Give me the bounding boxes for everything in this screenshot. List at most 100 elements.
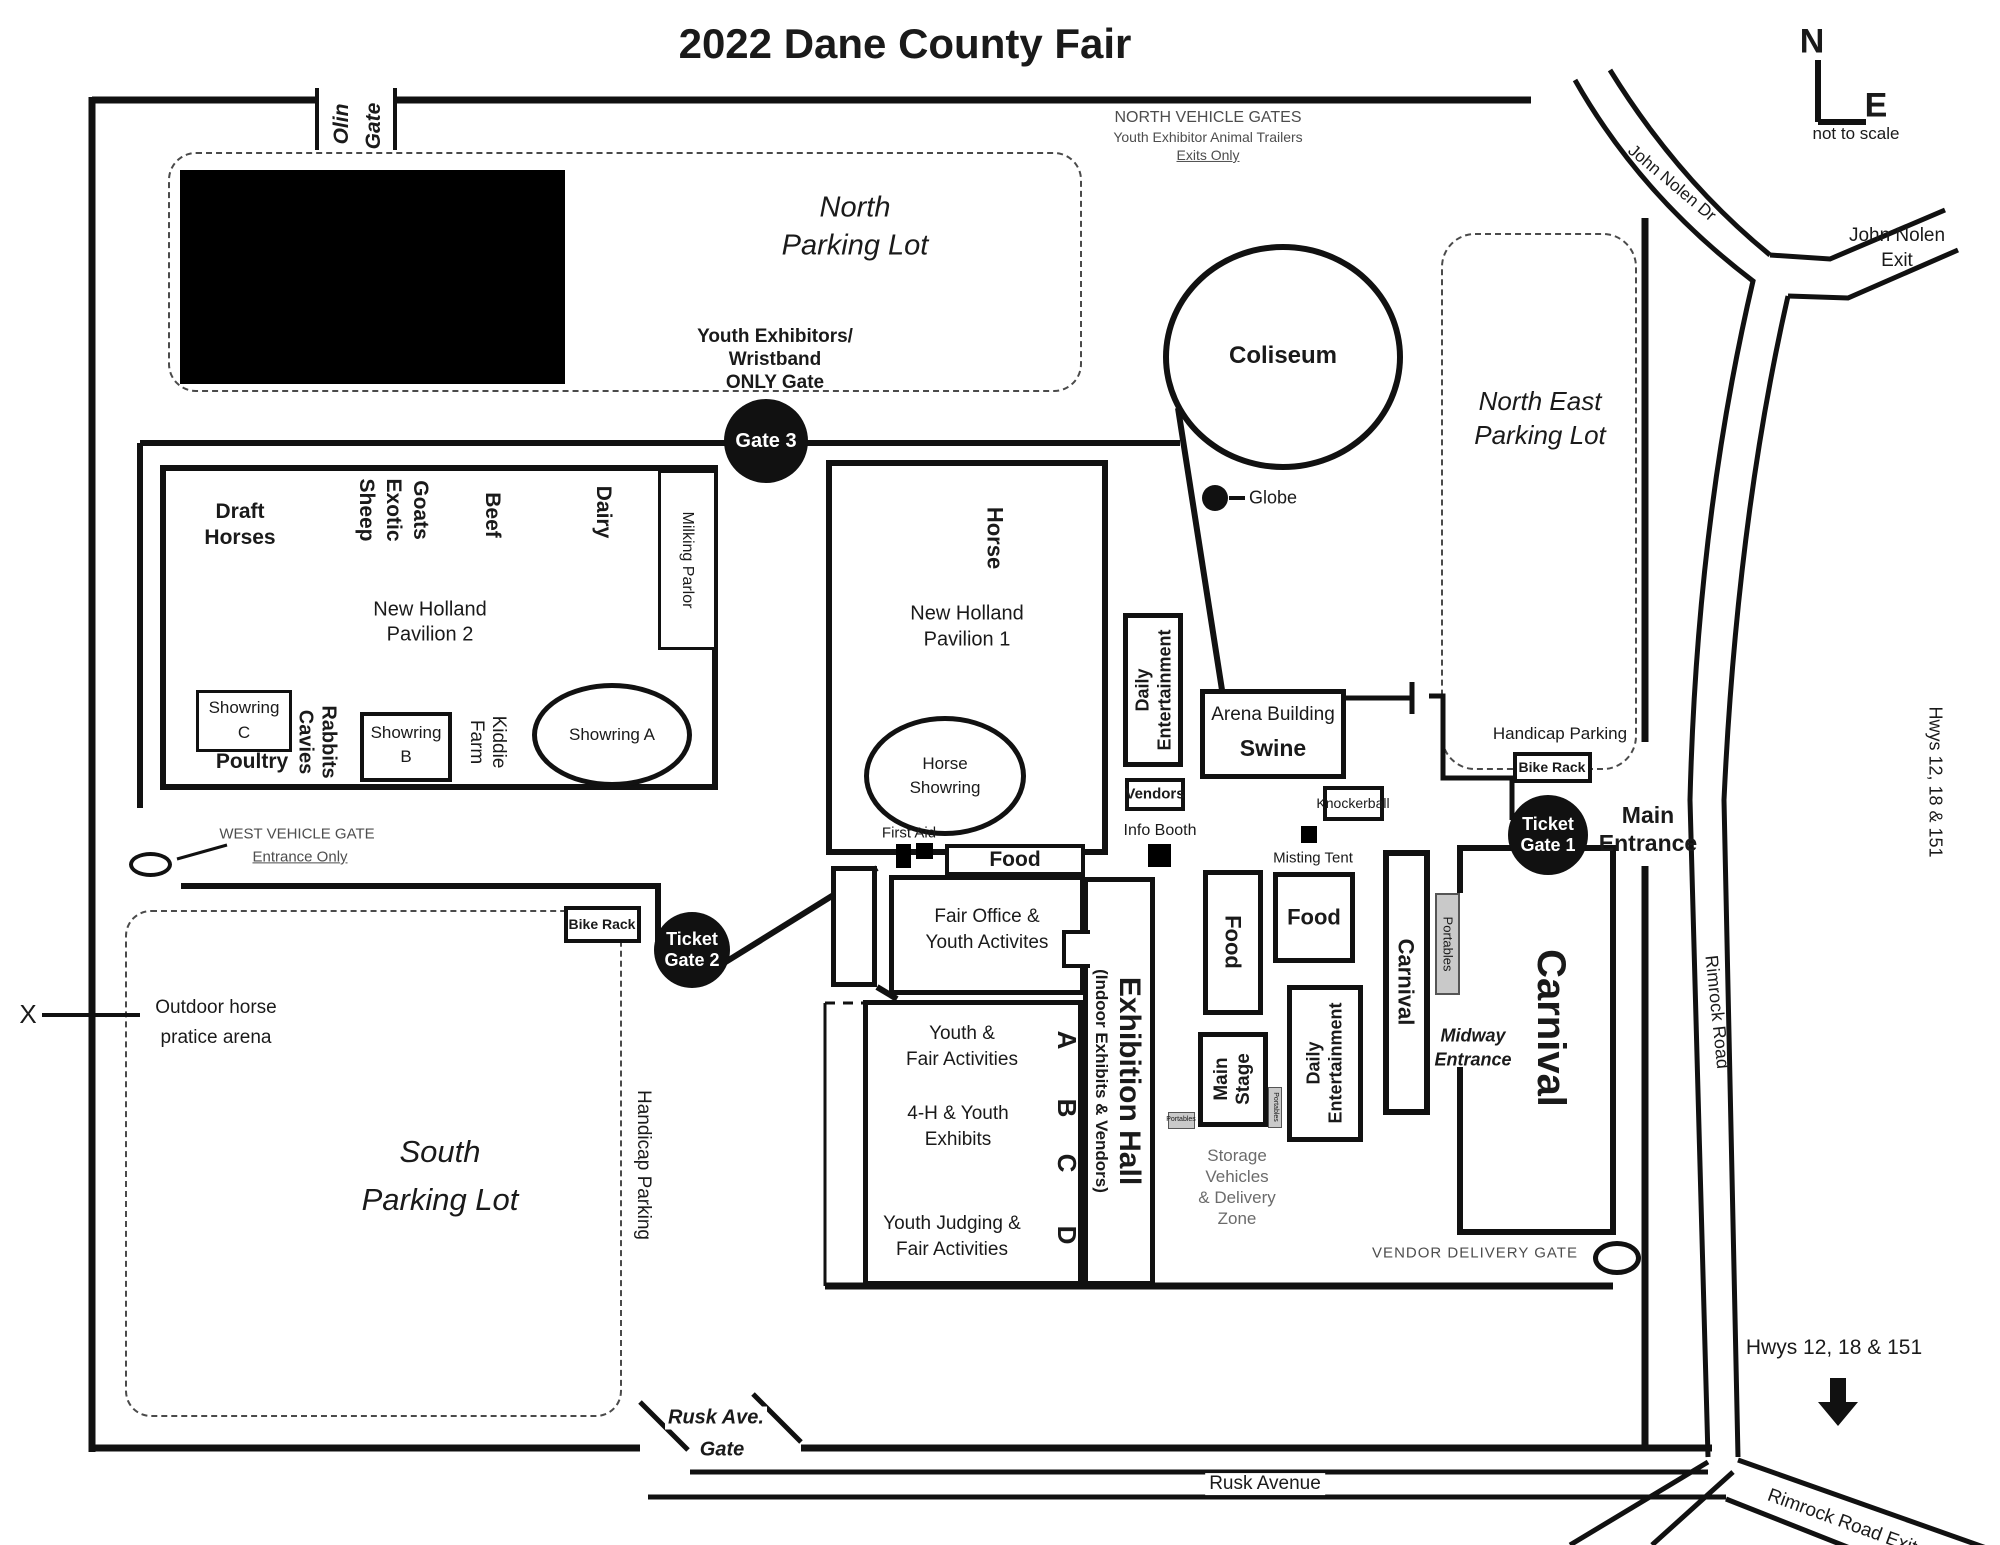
portables-west-marker — [1168, 1112, 1195, 1129]
food-north-label: Food — [989, 847, 1041, 871]
food-east-building — [1273, 872, 1355, 963]
west-vehicle-gate-entrance-label: Entrance Only — [252, 848, 348, 866]
compass-n: N — [1799, 22, 1825, 61]
olin-gate-ticks — [315, 88, 397, 150]
ne-lot-label-1: North East — [1478, 386, 1602, 417]
vendors-building — [1125, 778, 1185, 811]
storage-zone-label-3: & Delivery — [1198, 1188, 1276, 1208]
pavilion1-label-2: Pavilion 1 — [923, 628, 1011, 651]
fair-office-notch — [1062, 930, 1090, 968]
north-parking-lot-area — [168, 152, 1082, 392]
section-a-label: A — [1051, 1030, 1082, 1050]
ticket-gate-1-label-2: Gate 1 — [1520, 835, 1576, 855]
rusk-avenue-label: Rusk Avenue — [1205, 1473, 1325, 1495]
roads — [638, 68, 1986, 1545]
sw-branch-1 — [1568, 1459, 1710, 1545]
north-lot-label-1: North — [819, 191, 891, 224]
john-nolen-exit-upper — [1769, 207, 1946, 262]
fair-boundary — [88, 96, 1712, 1452]
gate-3-label: Gate 3 — [735, 429, 797, 452]
youth-exhibitors-line-1: Youth Exhibitors/ — [697, 326, 853, 348]
coliseum-building — [1163, 244, 1403, 470]
carnival-main-label: Carnival — [1529, 949, 1573, 1107]
showring-b-building — [360, 712, 452, 782]
rusk-gate-diag-1 — [638, 1400, 690, 1452]
knockerball-building — [1323, 786, 1384, 821]
carnival-strip-label: Carnival — [1393, 938, 1419, 1026]
rimrock-exit-upper — [1737, 1457, 1986, 1545]
ticket-gate-2-label-1: Ticket — [666, 929, 718, 950]
storage-zone-label-1: Storage — [1207, 1146, 1267, 1166]
daily-entertainment-west-label-2: Entertainment — [1154, 629, 1175, 751]
midway-entrance-label-2: Entrance — [1434, 1049, 1512, 1070]
ne-lot-label-2: Parking Lot — [1474, 420, 1606, 451]
entry-walkway — [831, 866, 877, 987]
bike-rack-south-building — [564, 906, 641, 943]
carnival-outline — [1457, 845, 1616, 1235]
pavilion2-label-2: Pavilion 2 — [386, 623, 474, 646]
ticket-gate-1-label-1: Ticket — [1522, 814, 1574, 835]
youth-exhibitors-line-2: Wristband — [728, 349, 822, 371]
section-b-label: B — [1051, 1098, 1082, 1118]
arena-label: Arena Building — [1211, 704, 1335, 726]
knockerball-label: Knockerball — [1316, 794, 1390, 811]
dairy-label: Dairy — [592, 485, 616, 539]
sections-building — [863, 1000, 1083, 1286]
john-nolen-east-line — [1607, 68, 1772, 257]
midway-entrance-label-1: Midway — [1440, 1025, 1506, 1046]
daily-entertainment-west-building — [1123, 613, 1183, 767]
main-stage-label-2: Stage — [1233, 1053, 1255, 1105]
rusk-gate-label-2: Gate — [696, 1438, 748, 1462]
food-west-building — [1203, 870, 1263, 1015]
gate-3: Gate 3 — [724, 399, 808, 483]
horse-showring-label-2: Showring — [909, 778, 981, 798]
ticket-gate-1: Ticket Gate 1 — [1508, 795, 1588, 875]
page-title: 2022 Dane County Fair — [678, 19, 1132, 67]
horse-showring-label-1: Horse — [922, 754, 968, 774]
main-entrance-label-2: Entrance — [1598, 829, 1698, 856]
showring-b-label-2: B — [400, 747, 412, 767]
info-booth-marker — [1148, 844, 1171, 867]
compass-arrow — [1815, 60, 1866, 125]
handicap-brackets — [1346, 682, 1515, 820]
draft-horses-label-1: Draft — [215, 499, 265, 523]
youth-judging-label-1: Youth Judging & — [883, 1213, 1021, 1235]
ticket-gate-2-label-2: Gate 2 — [664, 950, 720, 970]
misting-tent-label: Misting Tent — [1273, 849, 1353, 867]
section-c-label: C — [1051, 1153, 1082, 1173]
hwys-side-label: Hwys 12, 18 & 151 — [1925, 706, 1946, 858]
milking-parlor-label: Milking Parlor — [679, 511, 697, 609]
outdoor-arena-label-1: Outdoor horse — [155, 997, 277, 1019]
rabbits-label: Rabbits — [317, 705, 340, 779]
john-nolen-exit-lower — [1787, 247, 1959, 301]
portables-stage-label: Portables — [1272, 1092, 1280, 1122]
horse-label: Horse — [982, 506, 1008, 570]
youth-fair-label-1: Youth & — [929, 1023, 995, 1045]
daily-entertainment-east-label-1: Daily — [1303, 1041, 1324, 1085]
west-gate-pointer — [176, 843, 228, 861]
john-nolen-exit-label-2: Exit — [1881, 250, 1913, 272]
first-aid-marker-1 — [896, 844, 911, 868]
north-vehicle-gates-title: NORTH VEHICLE GATES — [1114, 108, 1302, 126]
hwys-down-arrow — [1818, 1378, 1858, 1426]
south-lot-label-1: South — [399, 1134, 481, 1170]
showring-c-building — [196, 690, 292, 752]
youth-fair-label-2: Fair Activities — [906, 1049, 1018, 1071]
north-lot-building-block — [180, 170, 565, 384]
daily-entertainment-west-label-1: Daily — [1132, 668, 1153, 712]
showring-b-label-1: Showring — [370, 723, 442, 743]
globe-marker — [1202, 485, 1228, 511]
goats-label: Goats — [409, 480, 433, 540]
bike-rack-south-label: Bike Rack — [568, 915, 636, 932]
bike-rack-north-label: Bike Rack — [1518, 758, 1586, 775]
sheep-label: Sheep — [355, 478, 379, 542]
misting-tent-marker — [1301, 826, 1317, 843]
north-vehicle-gates-sub: Youth Exhibitor Animal Trailers — [1113, 128, 1303, 145]
daily-entertainment-east-label-2: Entertainment — [1325, 1002, 1346, 1124]
ticket-gate-2: Ticket Gate 2 — [654, 912, 730, 988]
daily-entertainment-east-building — [1287, 985, 1363, 1142]
exhibition-hall-label-main: Exhibition Hall — [1113, 976, 1147, 1186]
sw-branch-2 — [1650, 1470, 1735, 1545]
rimrock-east-line — [1721, 295, 1791, 1458]
